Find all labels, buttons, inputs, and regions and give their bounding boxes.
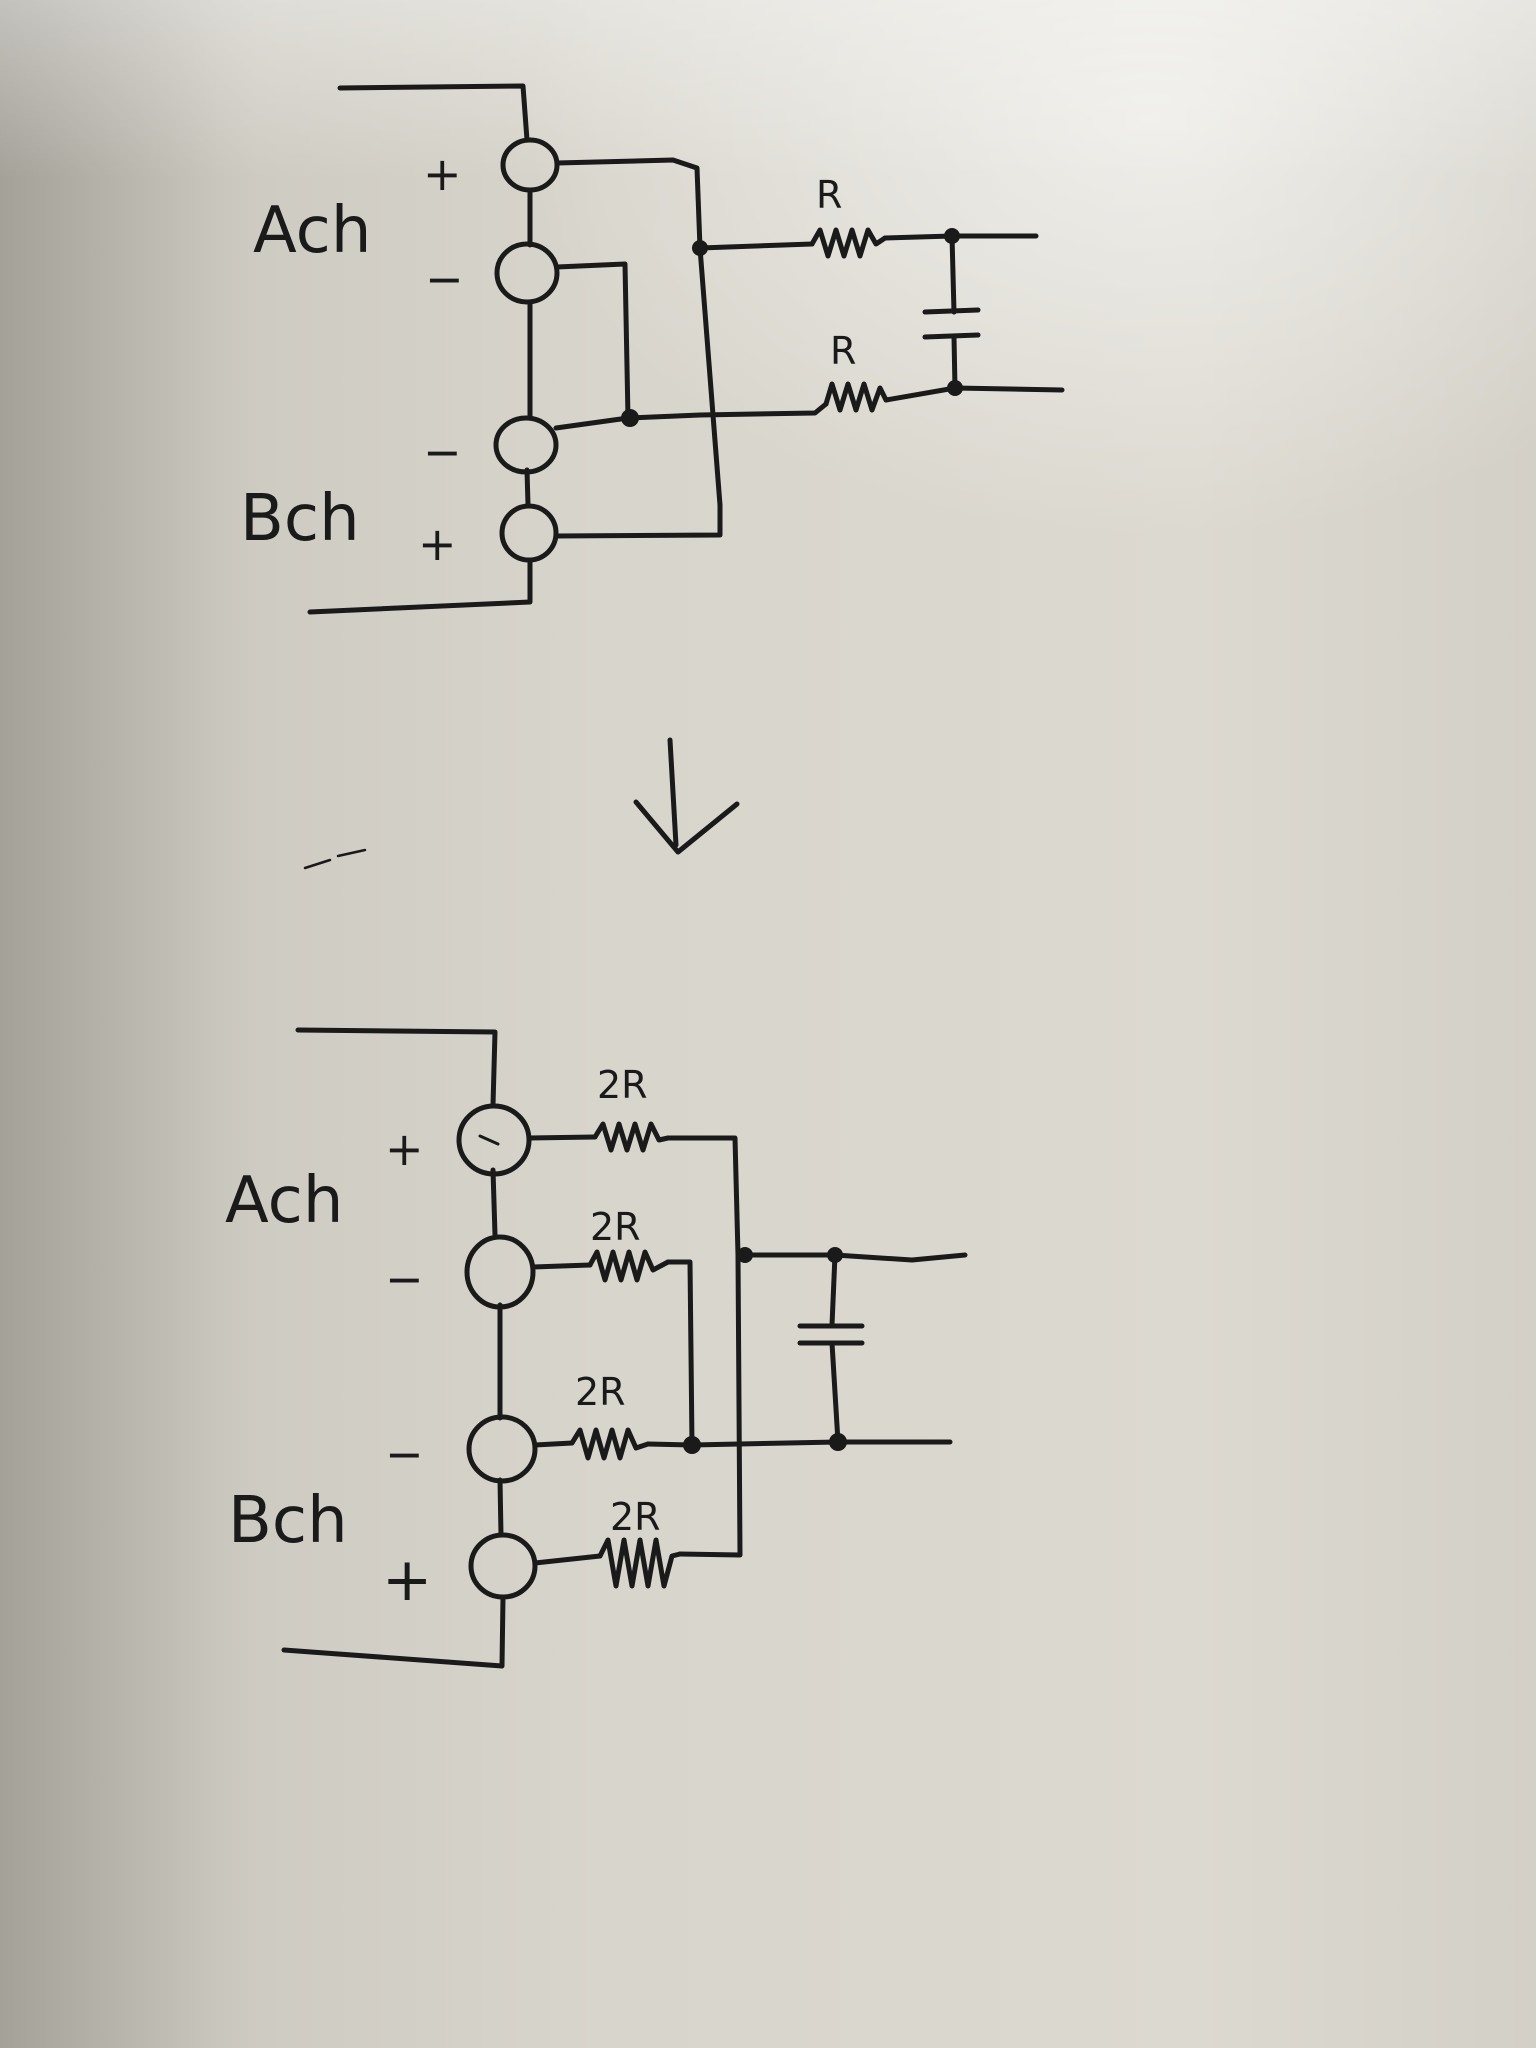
- b-minus-lead: [532, 1440, 575, 1448]
- resistor-2r-b-minus: [569, 1427, 651, 1461]
- label-b-plus-after: +: [382, 1545, 432, 1615]
- terminal-b-minus: [493, 415, 559, 475]
- junction-cap-bottom-after: [829, 1433, 847, 1451]
- transform-arrow: [633, 737, 740, 855]
- junction-negative: [621, 409, 639, 427]
- positive-bus-after: [665, 1135, 743, 1558]
- arrow-shaft: [667, 737, 679, 848]
- terminal-a-plus: [500, 137, 560, 193]
- b-channel-outer-wire-after: [281, 1594, 506, 1669]
- label-2r-a-minus: 2R: [590, 1205, 641, 1249]
- terminal-a-plus-after: [456, 1103, 532, 1177]
- label-bch-before: Bch: [240, 482, 360, 556]
- resistor-2r-a-plus: [592, 1121, 671, 1153]
- terminal-a-plus-mark: [478, 1134, 500, 1146]
- arrow-head: [633, 799, 740, 855]
- pencil-mark: [303, 848, 367, 870]
- terminal-spine-after: [490, 1167, 504, 1538]
- capacitor-lead-top-after: [829, 1252, 838, 1328]
- terminal-b-plus: [499, 503, 559, 563]
- b-channel-outer-wire: [307, 557, 533, 615]
- positive-output-wire: [697, 241, 815, 251]
- output-line-top: [882, 233, 1039, 241]
- junction-cap-top-after: [827, 1247, 843, 1263]
- label-ach-after: Ach: [225, 1164, 343, 1238]
- label-2r-b-plus: 2R: [610, 1495, 661, 1539]
- label-resistor-top-before: R: [816, 173, 842, 217]
- resistor-2r-a-minus: [587, 1249, 671, 1283]
- resistor-r-bottom: [823, 381, 889, 413]
- negative-bus-after: [645, 1259, 695, 1448]
- capacitor-lead-bottom-after: [829, 1340, 841, 1445]
- page-highlight: [0, 0, 1536, 180]
- terminal-a-minus: [494, 241, 560, 305]
- output-line-bottom: [883, 385, 1065, 403]
- b-plus-lead: [532, 1553, 603, 1566]
- negative-bus: [553, 401, 829, 431]
- label-2r-a-plus: 2R: [597, 1063, 648, 1107]
- capacitor-plate-bottom: [922, 332, 981, 340]
- positive-bus: [553, 157, 723, 539]
- a-minus-lead: [530, 1262, 593, 1270]
- terminal-a-minus-after: [464, 1234, 536, 1310]
- junction-cap-top: [944, 228, 960, 244]
- junction-positive-after: [737, 1247, 753, 1263]
- page-shadow: [0, 0, 260, 2048]
- terminal-spine: [524, 187, 533, 508]
- output-line-top-after: [742, 1252, 968, 1263]
- a-plus-lead: [526, 1134, 598, 1141]
- resistor-2r-b-plus: [597, 1537, 683, 1589]
- before-circuit: Ach Bch + − − + R R: [240, 83, 1065, 615]
- a-channel-outer-wire: [337, 83, 530, 143]
- label-2r-b-minus: 2R: [575, 1370, 626, 1414]
- a-channel-outer-wire-after: [295, 1027, 498, 1108]
- terminal-b-minus-after: [466, 1414, 538, 1484]
- junction-cap-bottom: [947, 380, 963, 396]
- a-minus-jumper: [554, 261, 631, 421]
- label-ach-before: Ach: [253, 194, 371, 268]
- capacitor-lead-bottom: [951, 334, 958, 391]
- after-circuit: Ach Bch + − − + 2R 2R 2R 2R: [225, 1027, 968, 1669]
- label-a-minus-after: −: [385, 1252, 424, 1306]
- label-resistor-bottom-before: R: [830, 329, 856, 373]
- output-line-bottom-after: [689, 1439, 953, 1448]
- label-bch-after: Bch: [228, 1484, 348, 1558]
- resistor-r-top: [809, 227, 888, 259]
- label-b-minus-before: −: [423, 425, 462, 479]
- label-a-plus-after: +: [385, 1122, 424, 1176]
- label-a-plus-before: +: [423, 147, 462, 201]
- capacitor-lead-top: [949, 233, 957, 315]
- terminal-b-plus-after: [468, 1532, 538, 1600]
- junction-negative-after: [683, 1436, 701, 1454]
- label-b-minus-after: −: [385, 1427, 424, 1481]
- junction-positive: [692, 240, 708, 256]
- label-b-plus-before: +: [418, 517, 457, 571]
- capacitor-plate-top: [922, 307, 981, 315]
- label-a-minus-before: −: [425, 252, 464, 306]
